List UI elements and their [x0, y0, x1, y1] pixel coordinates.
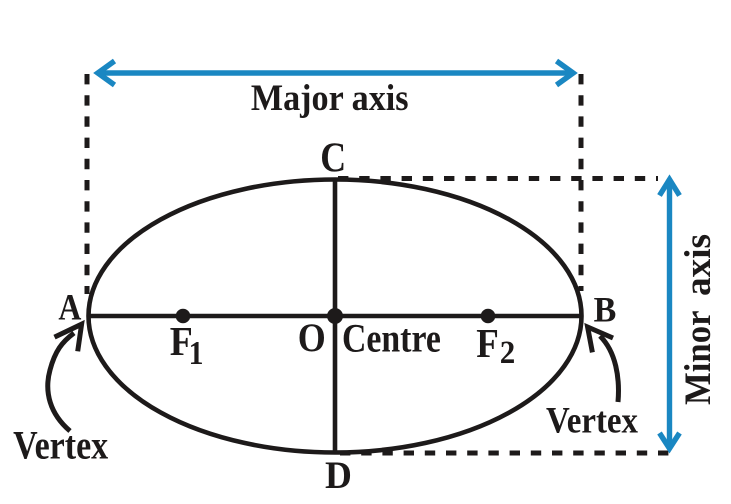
svg-text:1: 1 — [189, 334, 204, 371]
svg-text:D: D — [325, 454, 352, 497]
svg-text:axis: axis — [677, 234, 718, 296]
svg-text:Vertex: Vertex — [546, 400, 639, 441]
svg-text:F: F — [170, 318, 193, 364]
svg-text:Centre: Centre — [342, 317, 441, 361]
svg-text:Minor: Minor — [677, 311, 718, 406]
svg-text:O: O — [298, 316, 326, 360]
svg-text:2: 2 — [500, 334, 516, 370]
svg-text:A: A — [58, 288, 81, 329]
svg-text:C: C — [320, 135, 346, 181]
svg-text:F: F — [476, 321, 499, 366]
svg-text:Major axis: Major axis — [251, 77, 409, 119]
svg-text:Vertex: Vertex — [13, 424, 108, 468]
svg-text:B: B — [594, 290, 617, 330]
